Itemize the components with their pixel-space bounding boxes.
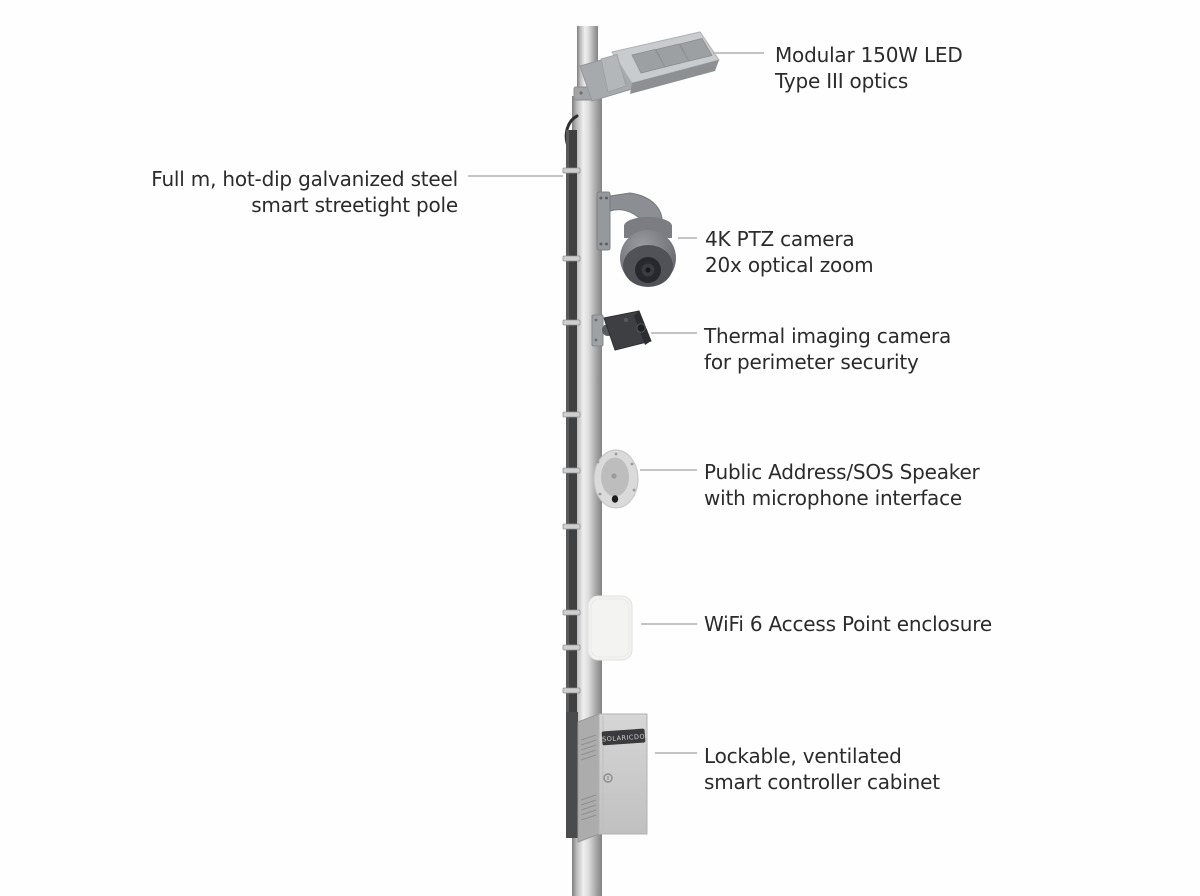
- cabinet-louvers: [580, 734, 597, 821]
- led-luminaire: [579, 31, 720, 102]
- raceway-clamp: [562, 644, 581, 651]
- label-pole: Full m, hot-dip galvanized steel smart s…: [151, 166, 458, 218]
- raceway-clamp: [562, 319, 581, 326]
- controller-cabinet: SOLARICDO: [566, 712, 648, 843]
- pa-sos-speaker: [593, 449, 639, 509]
- label-speaker-line-2: with microphone interface: [704, 486, 962, 510]
- cabinet-side: [577, 713, 600, 843]
- raceway-clamp: [562, 523, 581, 530]
- label-led-line-1: Modular 150W LED: [775, 43, 963, 67]
- led-module: [679, 38, 713, 62]
- label-pole-line-1: Full m, hot-dip galvanized steel: [151, 167, 458, 191]
- thermal-lens: [636, 323, 646, 333]
- label-wifi-line-1: WiFi 6 Access Point enclosure: [704, 612, 992, 636]
- label-speaker: Public Address/SOS Speaker with micropho…: [704, 459, 980, 511]
- thermal-mount-plate: [591, 314, 604, 347]
- label-led: Modular 150W LED Type III optics: [775, 42, 963, 94]
- label-thermal-line-2: for perimeter security: [704, 350, 919, 374]
- cabinet-back-panel: [566, 712, 578, 838]
- raceway-clamp: [562, 255, 581, 262]
- raceway-clamp: [562, 467, 581, 474]
- label-cabinet-line-1: Lockable, ventilated: [704, 744, 902, 768]
- raceway-clamp: [562, 411, 581, 418]
- ptz-lens-core: [645, 267, 651, 273]
- label-speaker-line-1: Public Address/SOS Speaker: [704, 460, 980, 484]
- ptz-wall-plate: [596, 191, 611, 251]
- cable-raceway: [562, 130, 581, 838]
- label-pole-line-2: smart streetight pole: [251, 193, 458, 217]
- raceway-clamp: [562, 167, 581, 174]
- thermal-indicator: [624, 318, 628, 322]
- cabinet-brand-badge: SOLARICDO: [601, 728, 646, 746]
- label-ptz: 4K PTZ camera 20x optical zoom: [705, 226, 874, 278]
- label-ptz-line-1: 4K PTZ camera: [705, 227, 855, 251]
- raceway-clamp: [562, 609, 581, 616]
- speaker-mic-port: [611, 495, 619, 503]
- led-head-rim: [630, 60, 719, 94]
- speaker-center: [611, 473, 617, 479]
- collar-bolt: [579, 91, 583, 95]
- cabinet-brand-text: SOLARICDO: [602, 732, 646, 743]
- speaker-screws: [596, 452, 636, 496]
- leader-lines: [468, 52, 764, 754]
- label-ptz-line-2: 20x optical zoom: [705, 253, 874, 277]
- raceway-clamp: [562, 687, 581, 694]
- thermal-camera: [591, 310, 652, 351]
- label-wifi: WiFi 6 Access Point enclosure: [704, 611, 992, 637]
- wifi-ap-enclosure: [587, 595, 633, 661]
- label-cabinet-line-2: smart controller cabinet: [704, 770, 940, 794]
- cabinet-lock: [603, 773, 613, 783]
- label-thermal: Thermal imaging camera for perimeter sec…: [704, 323, 951, 375]
- label-cabinet: Lockable, ventilated smart controller ca…: [704, 743, 940, 795]
- label-led-line-2: Type III optics: [775, 69, 909, 93]
- led-end-cap: [600, 54, 627, 93]
- ptz-camera: [596, 191, 676, 287]
- label-thermal-line-1: Thermal imaging camera: [704, 324, 952, 348]
